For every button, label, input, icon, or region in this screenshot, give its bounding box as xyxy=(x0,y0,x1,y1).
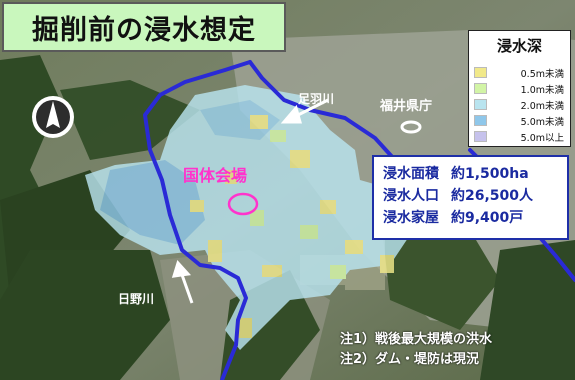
stats-label: 浸水面積 xyxy=(383,166,439,182)
page-title: 掘削前の浸水想定 xyxy=(32,14,256,46)
venue-marker xyxy=(227,192,259,216)
arrow-icon xyxy=(171,260,194,304)
hino-river-label: 日野川 xyxy=(118,292,155,306)
legend-item: 2.0m未満 xyxy=(474,99,564,112)
arrow-icon xyxy=(280,98,329,124)
flood-zone xyxy=(85,85,410,350)
legend-title: 浸水深 xyxy=(496,37,542,55)
flood-zone-shallow xyxy=(85,85,410,350)
stats-value: 約26,500人 xyxy=(451,188,534,204)
legend: 浸水深 0.5m未満 1.0m未満 2.0m未満 5.0m未満 5.0m以上 xyxy=(468,30,571,147)
stats-label: 浸水家屋 xyxy=(383,210,439,226)
north-arrow-icon xyxy=(32,96,74,138)
note-1: 注1）戦後最大規模の洪水 xyxy=(340,332,493,347)
stats-row-population: 浸水人口約26,500人 xyxy=(383,185,567,207)
title-box: 掘削前の浸水想定 xyxy=(2,2,286,52)
stats-box: 浸水面積約1,500ha 浸水人口約26,500人 浸水家屋約9,400戸 xyxy=(372,155,569,240)
legend-label: 2.0m未満 xyxy=(520,100,564,112)
flood-zone-lt05 xyxy=(190,115,394,338)
legend-label: 5.0m以上 xyxy=(520,132,564,144)
stats-value: 約1,500ha xyxy=(451,166,529,182)
venue-label: 国体会場 xyxy=(183,166,248,185)
legend-label: 0.5m未満 xyxy=(520,68,564,80)
legend-item: 5.0m未満 xyxy=(474,115,564,128)
stats-value: 約9,400戸 xyxy=(451,210,524,226)
legend-swatch xyxy=(474,99,487,110)
flood-zone-lt10 xyxy=(250,130,346,279)
legend-item: 1.0m未満 xyxy=(474,83,564,96)
stats-label: 浸水人口 xyxy=(383,188,439,204)
note-2: 注2）ダム・堤防は現況 xyxy=(340,352,480,367)
legend-item: 5.0m以上 xyxy=(474,131,564,144)
legend-swatch xyxy=(474,67,487,78)
prefectural-office-marker xyxy=(400,120,422,134)
legend-label: 1.0m未満 xyxy=(520,84,564,96)
legend-swatch xyxy=(474,83,487,94)
stats-row-houses: 浸水家屋約9,400戸 xyxy=(383,207,567,229)
legend-item: 0.5m未満 xyxy=(474,67,564,80)
river-main xyxy=(143,60,252,380)
legend-swatch xyxy=(474,115,487,126)
flood-zone-deep xyxy=(100,160,205,245)
legend-label: 5.0m未満 xyxy=(520,116,564,128)
flood-zone-deep xyxy=(200,100,280,140)
asuwa-river-label: 足羽川 xyxy=(298,92,335,106)
prefectural-office-label: 福井県庁 xyxy=(380,99,433,114)
stats-row-area: 浸水面積約1,500ha xyxy=(383,163,567,185)
legend-swatch xyxy=(474,131,487,142)
